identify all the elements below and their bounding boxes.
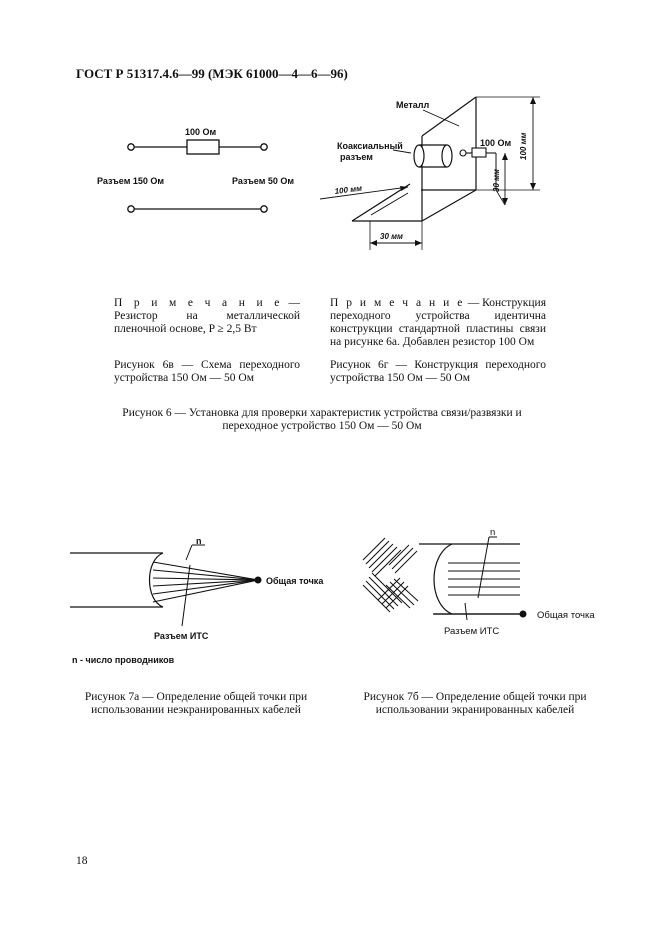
fig6-caption: Рисунок 6 — Установка для проверки харак…: [122, 407, 522, 432]
page-header: ГОСТ Р 51317.4.6—99 (МЭК 61000—4—6—96): [76, 66, 348, 81]
fig7b-n-label: n: [490, 527, 495, 538]
fig6v-caption: Рисунок 6в — Схема переходного устройств…: [114, 359, 300, 384]
fig6g-note: П р и м е ч а н и е — Конструкция перехо…: [330, 297, 546, 348]
coax-label-2: разъем: [340, 152, 373, 162]
dim-30-bottom: 30 мм: [380, 232, 403, 241]
left-connector-label: Разъем 150 Ом: [97, 176, 164, 186]
fig7a-common-point-label: Общая точка: [266, 576, 324, 586]
terminal-bottom-right: [260, 205, 268, 213]
dim-30-vertical: 30 мм: [492, 169, 501, 192]
fig7a-common-point-dot: [254, 576, 262, 584]
dim-100-vertical: 100 мм: [519, 133, 528, 160]
terminal-bottom-left: [127, 205, 135, 213]
metal-label: Металл: [396, 100, 430, 110]
fig7b-caption: Рисунок 7б — Определение общей точки при…: [363, 691, 587, 716]
terminal-top-right: [260, 143, 268, 151]
resistor-100-label: 100 Ом: [480, 138, 512, 148]
fig6v-note: П р и м е ч а н и е — Резистор на металл…: [114, 297, 300, 335]
resistor-label: 100 Ом: [185, 127, 217, 137]
right-connector-label: Разъем 50 Ом: [232, 176, 294, 186]
fig6g-caption: Рисунок 6г — Конструкция переходного уст…: [330, 359, 546, 384]
coax-label-1: Коаксиальный: [337, 141, 403, 151]
fig7a-legend: n - число проводников: [72, 655, 175, 665]
fig7b-common-point-label: Общая точка: [537, 610, 595, 621]
fig7a-caption: Рисунок 7а — Определение общей точки при…: [84, 691, 308, 716]
fig7a-connector-label: Разъем ИТС: [154, 631, 209, 641]
fig7b-connector-label: Разъем ИТС: [444, 626, 499, 637]
terminal-top-left: [127, 143, 135, 151]
page-number: 18: [76, 855, 88, 867]
dim-100-diag: 100 мм: [334, 184, 362, 196]
braid-shield-pattern: [362, 537, 419, 613]
fig7b-common-point-dot: [519, 610, 527, 618]
fig7a-n-label: n: [196, 536, 202, 546]
